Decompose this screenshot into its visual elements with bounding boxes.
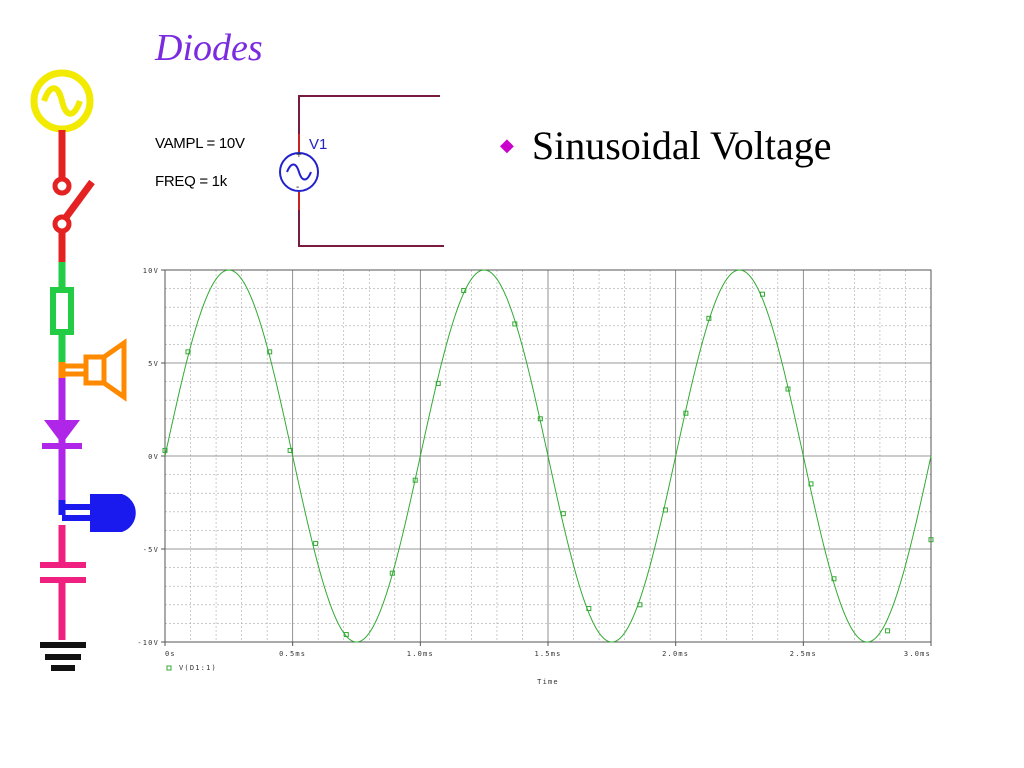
y-tick-label: -10V [137,639,159,647]
param-vampl: VAMPL = 10V [155,135,245,152]
data-marker [185,349,191,355]
data-marker [537,416,543,422]
legend-marker [166,665,172,671]
x-tick-label: 2.5ms [790,650,817,658]
sine-source-icon [279,152,319,192]
y-tick-label: -5V [143,546,159,554]
y-tick-label: 10V [143,267,159,275]
series-markers [162,287,934,638]
data-marker [287,447,293,453]
circuit-symbols-strip [30,69,136,671]
data-marker [512,321,518,327]
data-marker [759,291,765,297]
data-marker [637,602,643,608]
x-tick-label: 1.5ms [534,650,561,658]
x-tick-label: 1.0ms [407,650,434,658]
plus-sign: + [296,150,302,161]
slide-title: Diodes [155,27,263,69]
data-marker [928,537,934,543]
x-axis-ticks: 0s 0.5ms 1.0ms 1.5ms 2.0ms 2.5ms 3.0ms [164,642,932,658]
data-marker [662,507,668,513]
y-tick-label: 5V [148,360,159,368]
data-marker [343,632,349,638]
legend-label: V(D1:1) [179,664,217,672]
diamond-bullet-icon: ◆ [500,135,514,155]
data-marker [461,287,467,293]
minus-sign: - [296,182,299,193]
chart-grid [165,270,931,642]
capacitor-icon [40,525,86,640]
source-label: V1 [309,136,328,153]
fuse-icon [50,262,74,362]
data-marker [560,511,566,517]
data-marker [435,380,441,386]
data-marker [162,447,168,453]
legend: V(D1:1) [166,664,217,672]
x-axis-label: Time [537,678,559,686]
speaker-icon [58,338,127,402]
data-marker [706,315,712,321]
x-tick-label: 0s [165,650,176,658]
x-tick-label: 2.0ms [662,650,689,658]
ground-icon [40,642,86,671]
source-schematic: + - [279,95,444,247]
bullet-text: Sinusoidal Voltage [531,123,832,168]
data-marker [313,540,319,546]
data-marker [267,349,273,355]
data-marker [885,628,891,634]
data-marker [412,477,418,483]
data-marker [586,606,592,612]
data-marker [831,576,837,582]
ac-source-icon [30,69,94,133]
x-tick-label: 3.0ms [904,650,931,658]
data-marker [389,570,395,576]
y-tick-label: 0V [148,453,159,461]
lamp-icon [58,494,136,532]
param-freq: FREQ = 1k [155,173,227,190]
diode-icon [42,378,82,500]
data-marker [808,481,814,487]
data-marker [785,386,791,392]
data-marker [683,410,689,416]
y-axis-ticks: 10V 5V 0V -5V -10V [137,267,165,647]
bullet-item: ◆ Sinusoidal Voltage [500,122,832,169]
series-line-v-d1 [164,269,932,643]
x-tick-label: 0.5ms [279,650,306,658]
switch-icon [52,176,95,262]
